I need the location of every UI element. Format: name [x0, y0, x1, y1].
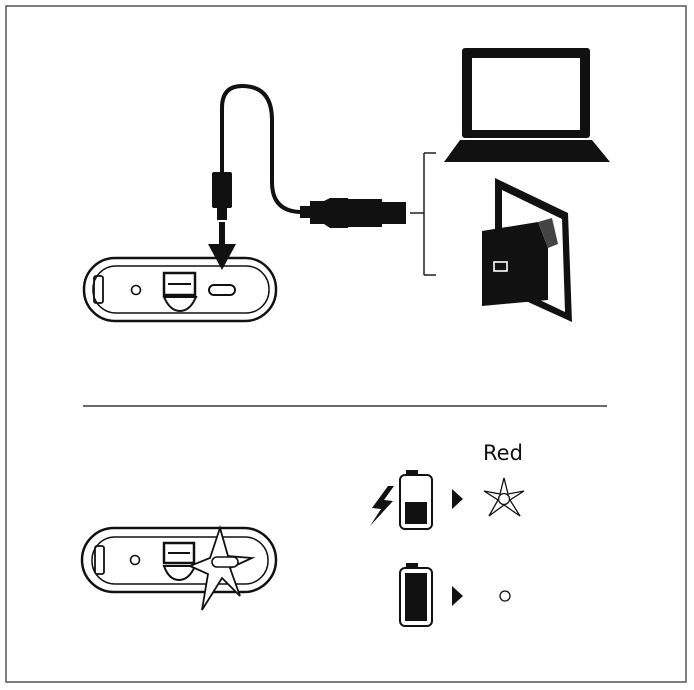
- indicator-arrow-charging: [452, 489, 463, 509]
- usb-c-plug: [212, 172, 232, 208]
- led-off-icon: [499, 590, 511, 602]
- led-flashing-icon: [187, 524, 256, 611]
- led-flash-red-icon: [483, 477, 525, 517]
- power-bank-bottom: [80, 524, 278, 611]
- battery-full-icon: [399, 563, 433, 627]
- led-color-label: Red: [483, 441, 523, 465]
- usb-a-plug: [300, 198, 406, 228]
- laptop-icon: [444, 48, 610, 162]
- diagram-frame: [5, 5, 687, 683]
- power-bank-top: [82, 256, 278, 323]
- led-indicator: [130, 284, 142, 296]
- usb-c-input-port: [208, 284, 236, 296]
- indicator-arrow-full: [452, 586, 463, 606]
- lightning-bolt-icon: [370, 486, 394, 526]
- power-button: [93, 275, 104, 304]
- insert-arrow: [208, 222, 236, 270]
- usb-a-port: [162, 271, 197, 297]
- usb-c-port-lower: [162, 296, 198, 313]
- wall-adapter-icon: [482, 178, 572, 322]
- source-bracket: [410, 152, 436, 276]
- battery-partial-icon: [399, 470, 433, 530]
- usb-cable: [212, 83, 310, 220]
